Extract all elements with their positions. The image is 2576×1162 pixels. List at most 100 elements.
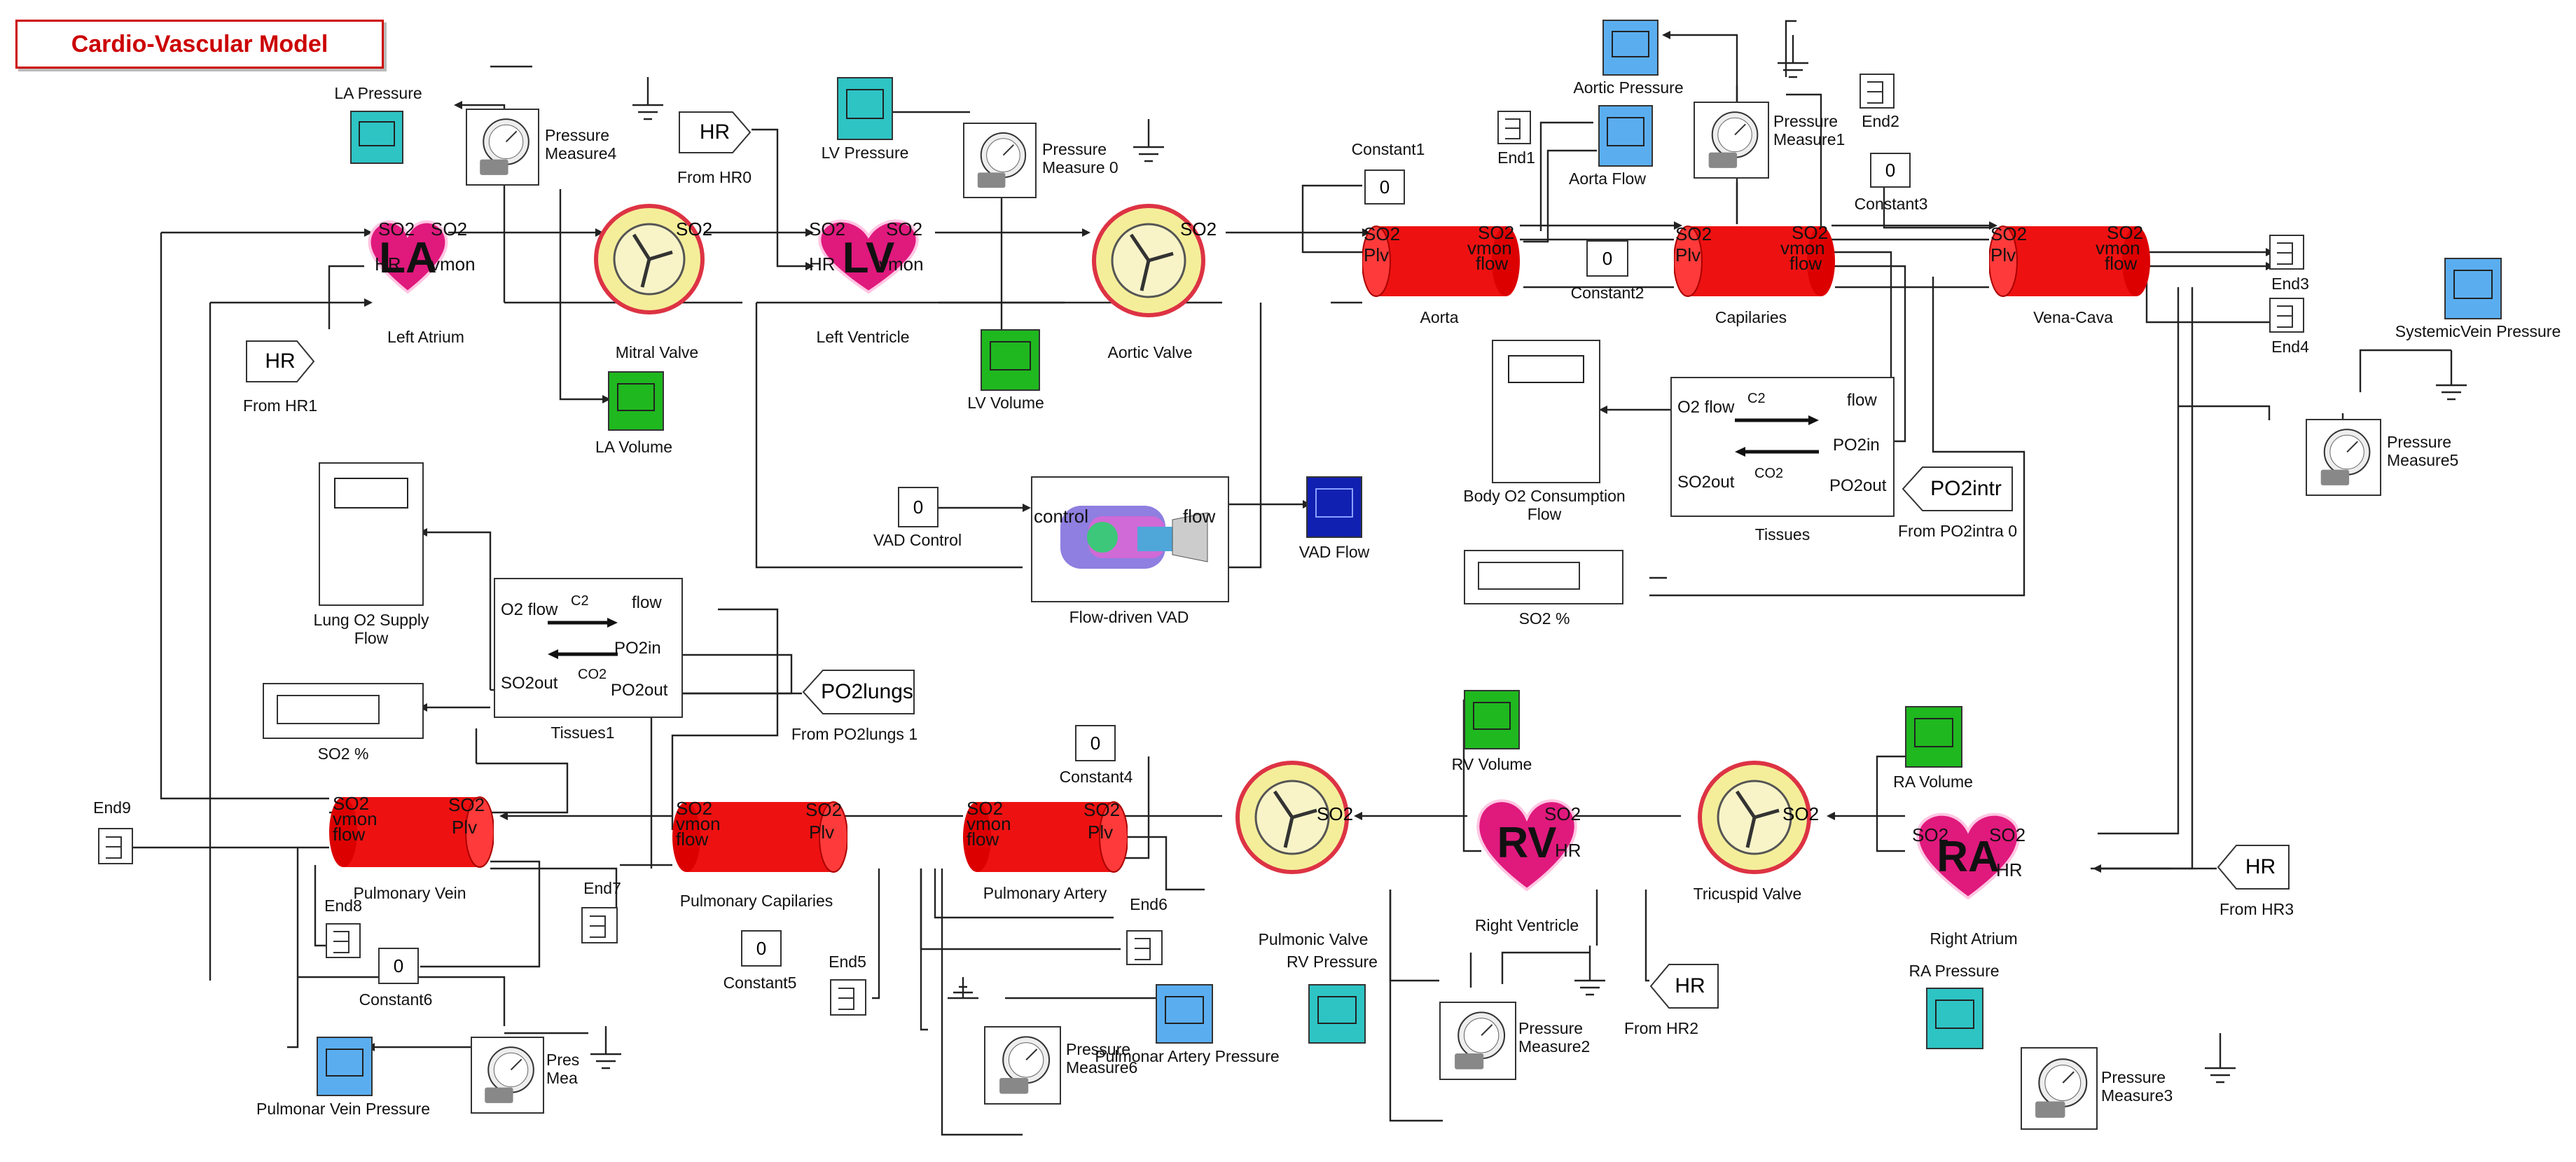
so2-display-left[interactable] xyxy=(263,683,424,739)
left-ventricle-block[interactable]: SO2 SO2 HR vmon LV xyxy=(805,214,932,298)
pressure-gauge-icon xyxy=(1455,1011,1506,1070)
ground-icon xyxy=(1133,119,1164,162)
end4-label: End4 xyxy=(2271,338,2309,356)
pulmonary-vein-block[interactable]: SO2 vmon flow SO2 Plv xyxy=(329,794,494,871)
tissues-block[interactable]: O2 flow C2 flow PO2in SO2out CO2 PO2out xyxy=(1670,377,1895,517)
end8-terminator[interactable] xyxy=(326,923,361,958)
pressure-measure0-block[interactable] xyxy=(963,123,1037,198)
ground-icon xyxy=(2436,350,2467,401)
systemic-vein-pressure-scope[interactable] xyxy=(2444,258,2502,319)
aorta-block[interactable]: SO2 Plv SO2 vmon flow xyxy=(1362,223,1520,300)
so2-display-right[interactable] xyxy=(1464,550,1623,604)
aorta-label: Aorta xyxy=(1420,308,1459,326)
heart-icon xyxy=(1916,812,2020,900)
constant5-block[interactable]: 0 xyxy=(741,930,782,967)
from-hr2-block[interactable]: HR xyxy=(1649,963,1719,1009)
pulmonar-artery-pressure-scope[interactable] xyxy=(1156,984,1213,1044)
right-ventricle-block[interactable]: SO2 HR RV xyxy=(1467,791,1586,897)
vad-control-label: VAD Control xyxy=(873,531,962,549)
rv-pressure-scope[interactable] xyxy=(1308,984,1366,1044)
la-volume-scope[interactable] xyxy=(608,371,664,431)
from-hr0-label: From HR0 xyxy=(677,168,752,186)
pulmonar-vein-pressure-label: Pulmonar Vein Pressure xyxy=(256,1100,431,1118)
pulmonary-artery-block[interactable]: SO2 vmon flow SO2 Plv xyxy=(963,798,1128,876)
end7-terminator[interactable] xyxy=(581,907,618,943)
pulmonar-vein-pressure-scope[interactable] xyxy=(317,1037,373,1096)
right-atrium-label: Right Atrium xyxy=(1930,929,2018,948)
constant3-block[interactable]: 0 xyxy=(1870,153,1911,188)
pulmonary-capilaries-label: Pulmonary Capilaries xyxy=(679,892,833,910)
lv-pressure-label: LV Pressure xyxy=(821,144,909,162)
mitral-valve-label: Mitral Valve xyxy=(615,343,699,361)
vad-flow-scope[interactable] xyxy=(1306,476,1362,538)
body-o2-consumption-scope[interactable] xyxy=(1492,340,1600,483)
mitral-valve-block[interactable]: SO2 xyxy=(592,203,712,315)
end6-terminator[interactable] xyxy=(1126,930,1163,965)
vad-control-constant[interactable]: 0 xyxy=(898,487,939,527)
pulmonary-vein-label: Pulmonary Vein xyxy=(353,884,466,902)
pressure-measure1-block[interactable] xyxy=(1694,102,1769,179)
constant1-block[interactable]: 0 xyxy=(1364,170,1405,205)
end4-terminator[interactable] xyxy=(2269,298,2304,333)
capilaries-block[interactable]: SO2 Plv SO2 vmon flow xyxy=(1673,223,1835,300)
vena-cava-block[interactable]: SO2 Plv SO2 vmon flow xyxy=(1988,223,2150,300)
pressure-measure5-block[interactable] xyxy=(2306,419,2381,496)
so2-display-right-label: SO2 % xyxy=(1518,609,1570,628)
model-title: Cardio-Vascular Model xyxy=(15,20,384,69)
so2-display-left-label: SO2 % xyxy=(317,745,369,763)
end2-terminator[interactable] xyxy=(1860,74,1895,109)
aortic-pressure-scope[interactable] xyxy=(1602,20,1659,76)
arrow-icon xyxy=(548,618,618,659)
from-hr0-block[interactable]: HR xyxy=(678,111,752,154)
lv-pressure-scope[interactable] xyxy=(837,77,893,140)
pressure-measure7-block[interactable] xyxy=(471,1037,544,1114)
aortic-valve-block[interactable]: SO2 xyxy=(1082,203,1226,319)
ra-volume-scope[interactable] xyxy=(1905,706,1962,768)
constant2-block[interactable]: 0 xyxy=(1586,240,1628,277)
tricuspid-valve-block[interactable]: SO2 xyxy=(1684,760,1828,876)
constant6-block[interactable]: 0 xyxy=(378,948,419,984)
constant4-block[interactable]: 0 xyxy=(1075,725,1116,761)
from-po2intra-label: From PO2intra 0 xyxy=(1898,522,2017,540)
end1-terminator[interactable] xyxy=(1497,111,1531,144)
la-volume-label: LA Volume xyxy=(595,438,672,456)
left-atrium-block[interactable]: SO2 SO2 HR vmon LA xyxy=(364,214,476,298)
rv-volume-scope[interactable] xyxy=(1464,690,1520,749)
end7-label: End7 xyxy=(583,879,621,897)
end9-terminator[interactable] xyxy=(98,828,133,864)
ra-pressure-scope[interactable] xyxy=(1926,988,1983,1049)
vessel-icon xyxy=(1673,226,1835,297)
right-atrium-block[interactable]: SO2 SO2 HR RA xyxy=(1905,805,2031,904)
from-po2intra-block[interactable]: PO2intr xyxy=(1902,466,2014,512)
aorta-flow-scope[interactable] xyxy=(1598,105,1653,167)
pressure-gauge-icon xyxy=(999,1036,1051,1094)
lv-volume-scope[interactable] xyxy=(981,329,1040,391)
vessel-icon xyxy=(329,796,494,868)
pressure-measure6-block[interactable] xyxy=(984,1026,1061,1105)
pressure-gauge-icon xyxy=(1708,111,1759,168)
pulmonary-capilaries-block[interactable]: SO2 vmon flow SO2 Plv xyxy=(672,798,848,876)
from-hr1-block[interactable]: HR xyxy=(245,340,315,383)
ground-icon xyxy=(1778,35,1808,78)
constant4-label: Constant4 xyxy=(1059,768,1133,786)
la-pressure-scope[interactable] xyxy=(350,111,403,164)
pressure-measure3-block[interactable] xyxy=(2021,1047,2098,1130)
pressure-measure4-block[interactable] xyxy=(466,109,539,186)
from-hr3-block[interactable]: HR xyxy=(2217,844,2290,890)
tissues1-block[interactable]: O2 flow C2 flow PO2in SO2out CO2 PO2out xyxy=(494,578,683,718)
pressure-gauge-icon xyxy=(2320,429,2371,485)
flow-driven-vad-label: Flow-driven VAD xyxy=(1069,608,1189,626)
end6-label: End6 xyxy=(1130,895,1168,913)
lung-o2-supply-scope[interactable] xyxy=(319,462,424,606)
end3-terminator[interactable] xyxy=(2269,235,2304,270)
rv-pressure-label: RV Pressure xyxy=(1287,953,1378,971)
end5-terminator[interactable] xyxy=(830,979,866,1016)
flow-driven-vad-block[interactable]: control flow xyxy=(1031,476,1229,602)
from-hr1-label: From HR1 xyxy=(242,396,318,415)
pump-icon xyxy=(1060,506,1208,569)
from-po2lungs-block[interactable]: PO2lungs xyxy=(802,669,915,715)
pressure-measure2-block[interactable] xyxy=(1439,1002,1516,1080)
pulmonic-valve-block[interactable]: SO2 xyxy=(1222,760,1362,876)
